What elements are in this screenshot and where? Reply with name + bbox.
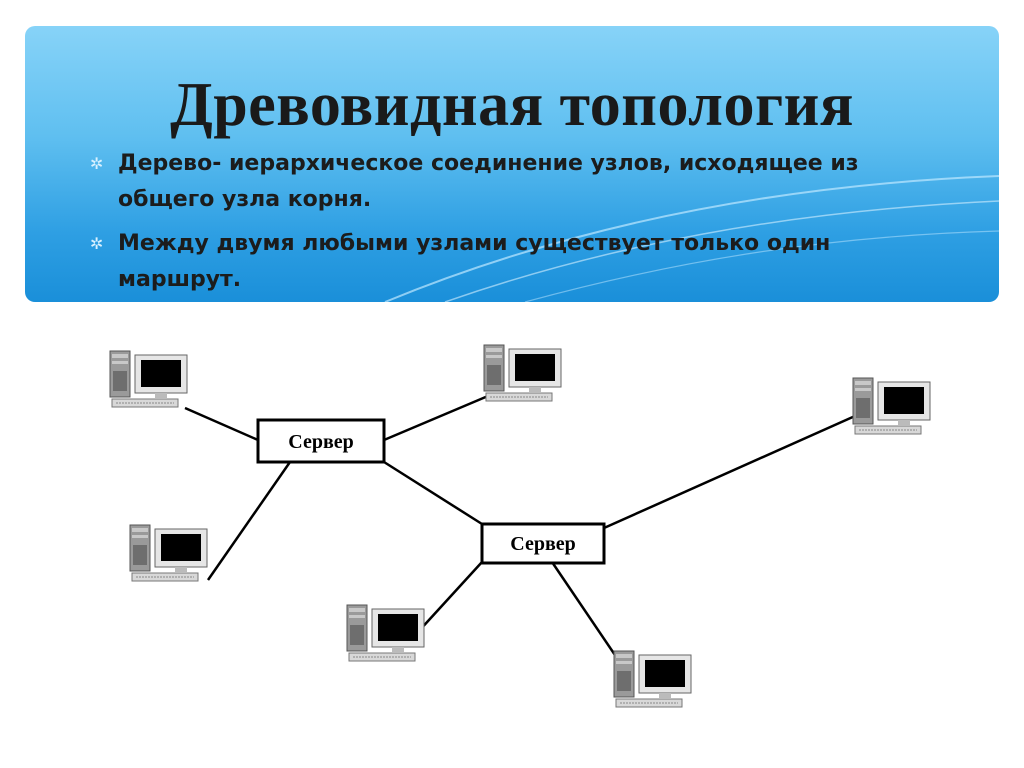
link-line: [383, 460, 483, 526]
decorative-wave: [384, 175, 999, 302]
link-line: [383, 394, 489, 442]
bullet-item: ✲ Дерево- иерархическое соединение узлов…: [90, 146, 918, 218]
server-label: Сервер: [288, 431, 354, 453]
server-box: Сервер: [256, 418, 386, 464]
bullet-list: ✲ Дерево- иерархическое соединение узлов…: [90, 146, 918, 306]
link-line: [184, 406, 259, 442]
computer-icon: [109, 350, 188, 408]
star-bullet-icon: ✲: [90, 234, 104, 253]
computer-icon: [483, 344, 562, 402]
computer-icon: [852, 377, 931, 435]
link-line: [603, 414, 856, 530]
title-banner: Древовидная топология: [25, 26, 999, 302]
computer-icon: [613, 650, 692, 708]
computer-icon: [129, 524, 208, 582]
slide-title: Древовидная топология: [170, 71, 854, 139]
link-line: [206, 461, 292, 581]
link-line: [417, 561, 483, 633]
server-box: Сервер: [480, 522, 606, 565]
star-bullet-icon: ✲: [90, 154, 104, 173]
bullet-item: ✲ Между двумя любыми узлами существует т…: [90, 226, 918, 298]
bullet-text: Между двумя любыми узлами существует тол…: [118, 231, 831, 292]
link-line: [550, 561, 619, 659]
computer-icon: [346, 604, 425, 662]
bullet-text: Дерево- иерархическое соединение узлов, …: [118, 151, 859, 212]
server-label: Сервер: [510, 533, 576, 555]
